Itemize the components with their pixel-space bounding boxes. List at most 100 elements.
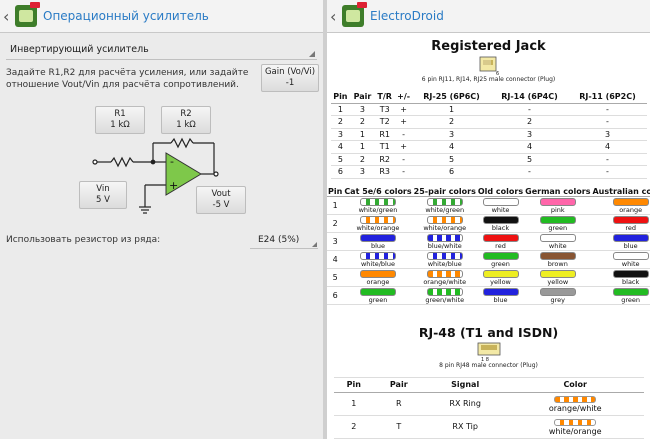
pin-table-cell: 5 [412,153,491,166]
color-table-cell: grey [524,286,592,305]
color-table-header: Australian colors [591,186,650,197]
pin-table-cell: T3 [374,103,395,116]
vin-button[interactable]: Vin 5 V [79,181,127,209]
pin-table-cell: - [394,153,413,166]
r2-button[interactable]: R2 1 kΩ [161,106,211,134]
color-table-cell: green [343,286,413,305]
wire-swatch-icon [612,269,649,278]
pin-table-cell: 6 [412,165,491,179]
app-logo-icon-right[interactable] [342,2,367,27]
rj48-caption: 8 pin RJ48 male connector (Plug) [439,361,538,369]
rj48-table-header: Color [506,376,644,393]
resistor-series-label: Использовать резистор из ряда: [6,235,161,245]
color-table-pin: 5 [327,268,344,287]
opamp-triangle [165,152,202,196]
pin-table-cell: 3 [350,103,375,116]
rj48-color: white/orange [506,415,644,439]
color-table-header: Cat 5e/6 colors [343,186,413,197]
series-underline [250,248,318,249]
wire-color-label: pink [550,205,565,214]
gain-button[interactable]: Gain (Vo/Vi) -1 [261,64,319,92]
mode-spinner[interactable]: Инвертирующий усилитель [6,39,317,60]
color-table-cell: blue [476,286,525,305]
pin-table-cell: - [568,165,647,179]
color-table-cell: orange [591,196,650,215]
back-icon[interactable]: ‹ [3,6,10,26]
rj-pin-mark: 6 [496,71,499,76]
rj48-signal: RX Ring [423,392,507,416]
pin-table-cell: 2 [350,153,375,166]
color-table-pin: 3 [327,232,344,251]
color-table-cell: black [591,268,650,287]
pin-table-cell: 3 [568,128,647,141]
wire-color-label: yellow [490,277,511,286]
rj-caption: 6 pin RJ11, RJ14, RJ25 male connector (P… [421,76,556,83]
color-table-cell: yellow [476,268,525,287]
pin-table-cell: + [394,115,413,129]
color-table-cell: white [524,232,592,251]
color-table-cell: green [524,214,592,233]
resistor-series-spinner[interactable]: E24 (5%) [258,235,300,245]
spinner-arrow-icon [309,51,315,57]
color-table-cell: white/blue [412,250,477,269]
wire-swatch-icon [612,197,649,206]
pin-table-cell: R1 [374,128,395,141]
rj48-title: RJ-48 (T1 and ISDN) [418,324,559,340]
electrodroid-pane: ‹ ElectroDroid Registered Jack 6 6 pin R… [327,0,650,439]
pin-table-cell: 5 [330,153,351,166]
pin-table-header: T/R [374,91,395,104]
rj48-plug-icon: 1 8 [477,342,500,362]
vin-label: Vin [96,184,110,194]
rj48-signal: RX Tip [423,415,507,439]
wire-color-label: green/white [425,295,465,304]
vout-button[interactable]: Vout -5 V [196,186,246,214]
color-table-cell: white/green [412,196,477,215]
back-icon-right[interactable]: ‹ [330,6,337,26]
vout-label: Vout [211,189,231,199]
wire-color-label: green [368,295,388,304]
pin-table-cell: 2 [350,115,375,129]
wire-color-label: white/orange [356,223,400,232]
wire-color-label: white [491,205,510,214]
pin-table-cell: 3 [490,128,569,141]
gain-label: Gain (Vo/Vi) [264,67,316,77]
color-table-cell: blue/white [412,232,477,251]
pin-table-cell: 1 [330,103,351,116]
rj48-color-label: orange/white [548,403,602,413]
action-bar-right: ‹ ElectroDroid [327,0,650,33]
r1-value: 1 kΩ [110,120,130,130]
wire-swatch-icon [482,233,519,242]
pin-table-cell: 3 [330,128,351,141]
opamp-pane: ‹ Операционный усилитель Инвертирующий у… [0,0,323,439]
r1-button[interactable]: R1 1 kΩ [95,106,145,134]
wire-swatch-icon [359,287,396,296]
color-table-cell: white [476,196,525,215]
wire-swatch-icon [426,197,463,206]
wire-color-label: blue [493,295,508,304]
wire-swatch-icon [554,395,597,403]
pin-table-cell: 2 [330,115,351,129]
wire-color-label: orange/white [423,277,467,286]
wire-swatch-icon [612,215,649,224]
color-table-cell: black [476,214,525,233]
pin-table-cell: 5 [490,153,569,166]
pin-table-cell: T1 [374,140,395,154]
wire-color-label: orange [366,277,390,286]
wire-swatch-icon [612,287,649,296]
series-arrow-icon [312,242,317,247]
pin-table-cell: - [394,128,413,141]
color-table-cell: green [591,286,650,305]
color-table-cell: white/orange [343,214,413,233]
mode-spinner-value: Инвертирующий усилитель [10,43,149,55]
wire-color-label: red [625,223,636,232]
app-logo-icon[interactable] [15,2,40,27]
